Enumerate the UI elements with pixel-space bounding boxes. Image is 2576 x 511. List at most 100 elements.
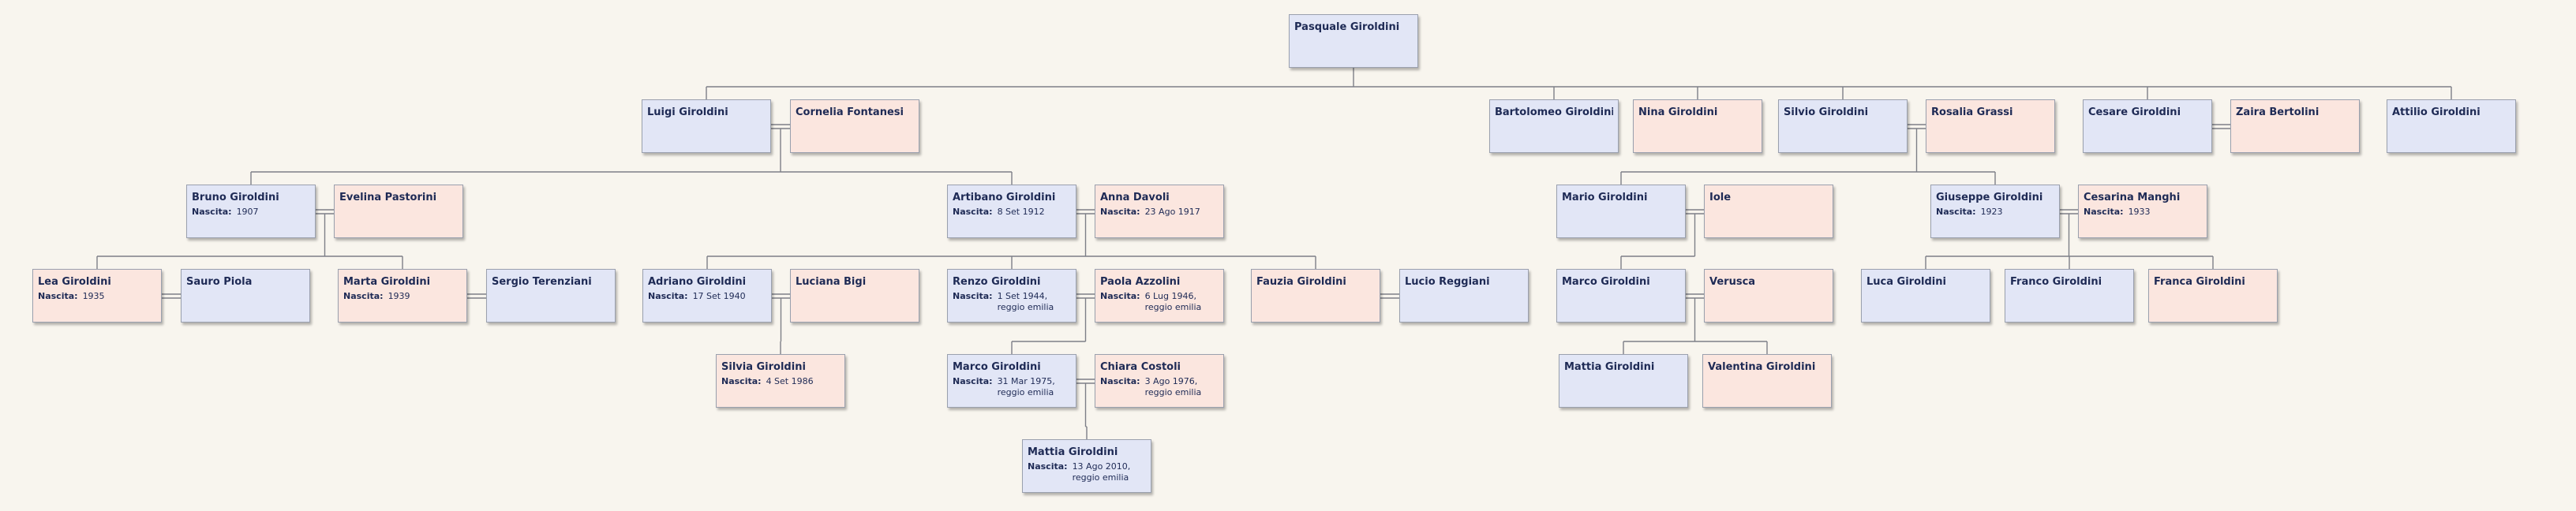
person-name: Cesare Giroldini xyxy=(2088,106,2181,118)
birth-row: Nascita:1907 xyxy=(192,207,310,218)
person-card-silvio[interactable]: Silvio Giroldini xyxy=(1778,99,1908,153)
birth-label: Nascita: xyxy=(953,207,993,217)
person-card-sauro[interactable]: Sauro Piola xyxy=(181,269,310,323)
person-card-franco[interactable]: Franco Giroldini xyxy=(2005,269,2134,323)
birth-value-group: 1 Set 1944,reggio emilia xyxy=(998,291,1054,313)
person-card-luca[interactable]: Luca Giroldini xyxy=(1861,269,1990,323)
person-card-marco1[interactable]: Marco Giroldini xyxy=(1556,269,1686,323)
person-name: Sauro Piola xyxy=(186,276,253,288)
birth-value-group: 6 Lug 1946,reggio emilia xyxy=(1145,291,1202,313)
person-card-mattia1[interactable]: Mattia Giroldini xyxy=(1559,354,1688,408)
person-name: Sergio Terenziani xyxy=(492,276,592,288)
birth-date: 1935 xyxy=(82,291,105,301)
birth-date: 1923 xyxy=(1980,207,2003,217)
birth-row: Nascita: 1933 xyxy=(2084,207,2202,218)
birth-date: 13 Ago 2010, xyxy=(1072,461,1131,472)
person-card-franca[interactable]: Franca Giroldini xyxy=(2148,269,2278,323)
person-card-cornelia[interactable]: Cornelia Fontanesi xyxy=(790,99,919,153)
birth-label: Nascita: xyxy=(38,291,78,301)
person-card-verusca[interactable]: Verusca xyxy=(1704,269,1833,323)
birth-value-group: 1933 xyxy=(2129,207,2151,218)
birth-date: 1933 xyxy=(2128,207,2151,217)
birth-label: Nascita: xyxy=(953,376,993,386)
person-name: Iole xyxy=(1709,192,1732,203)
person-card-evelina[interactable]: Evelina Pastorini xyxy=(334,185,463,238)
person-name: Artibano Giroldini xyxy=(953,192,1056,203)
birth-label: Nascita: xyxy=(2084,207,2124,217)
person-name: Silvia Giroldini xyxy=(721,361,806,373)
person-name: Chiara Costoli xyxy=(1100,361,1181,373)
birth-row: Nascita:3 Ago 1976,reggio emilia xyxy=(1100,376,1219,398)
person-name: Marco Giroldini xyxy=(953,361,1041,373)
birth-date: 1 Set 1944, xyxy=(997,291,1048,301)
birth-label: Nascita: xyxy=(343,291,384,301)
person-name: Luca Giroldini xyxy=(1866,276,1946,288)
birth-value-group: 3 Ago 1976,reggio emilia xyxy=(1145,376,1202,398)
birth-row: Nascita: 8 Set 1912 xyxy=(953,207,1071,218)
birth-value-group: 1923 xyxy=(1981,207,2003,218)
birth-date: 6 Lug 1946, xyxy=(1144,291,1196,301)
person-name: Giuseppe Giroldini xyxy=(1936,192,2043,203)
birth-row: Nascita: 1939 xyxy=(343,291,462,302)
person-card-fauzia[interactable]: Fauzia Giroldini xyxy=(1251,269,1380,323)
person-name: Mattia Giroldini xyxy=(1564,361,1655,373)
person-name: Silvio Giroldini xyxy=(1784,106,1869,118)
person-card-attilio[interactable]: Attilio Giroldini xyxy=(2387,99,2516,153)
person-name: Valentina Giroldini xyxy=(1708,361,1816,373)
person-card-mario[interactable]: Mario Giroldini xyxy=(1556,185,1686,238)
birth-row: Nascita:13 Ago 2010,reggio emilia xyxy=(1028,461,1146,483)
birth-value-group: 31 Mar 1975,reggio emilia xyxy=(998,376,1055,398)
person-card-bartolomeo[interactable]: Bartolomeo Giroldini xyxy=(1489,99,1619,153)
person-card-valentina[interactable]: Valentina Giroldini xyxy=(1702,354,1832,408)
person-card-cesare[interactable]: Cesare Giroldini xyxy=(2083,99,2212,153)
person-name: Rosalia Grassi xyxy=(1931,106,2013,118)
person-card-rosalia[interactable]: Rosalia Grassi xyxy=(1926,99,2055,153)
person-name: Cornelia Fontanesi xyxy=(796,106,904,118)
person-card-lucio[interactable]: Lucio Reggiani xyxy=(1399,269,1529,323)
birth-date: 1939 xyxy=(388,291,410,301)
person-card-luigi[interactable]: Luigi Giroldini xyxy=(642,99,771,153)
person-name: Bartolomeo Giroldini xyxy=(1495,106,1613,118)
person-name: Nina Giroldini xyxy=(1638,106,1718,118)
person-card-iole[interactable]: Iole xyxy=(1704,185,1833,238)
person-card-luciana[interactable]: Luciana Bigi xyxy=(790,269,919,323)
birth-date: 8 Set 1912 xyxy=(997,207,1045,217)
person-card-pasquale[interactable]: Pasquale Giroldini xyxy=(1289,14,1418,68)
birth-label: Nascita: xyxy=(1100,207,1140,217)
birth-row: Nascita: 6 Lug 1946,reggio emilia xyxy=(1100,291,1219,313)
birth-row: Nascita: 23 Ago 1917 xyxy=(1100,207,1219,218)
person-name: Evelina Pastorini xyxy=(339,192,437,203)
person-name: Anna Davoli xyxy=(1100,192,1170,203)
person-name: Marta Giroldini xyxy=(343,276,431,288)
person-card-sergio[interactable]: Sergio Terenziani xyxy=(486,269,616,323)
birth-label: Nascita: xyxy=(1028,461,1068,472)
birth-label: Nascita: xyxy=(1100,291,1140,301)
birth-value-group: 1935 xyxy=(83,291,105,302)
birth-date: 23 Ago 1917 xyxy=(1144,207,1200,217)
person-card-nina[interactable]: Nina Giroldini xyxy=(1633,99,1762,153)
person-name: Marco Giroldini xyxy=(1562,276,1650,288)
person-card-zaira[interactable]: Zaira Bertolini xyxy=(2230,99,2360,153)
person-name: Fauzia Giroldini xyxy=(1256,276,1346,288)
birth-label: Nascita: xyxy=(1936,207,1976,217)
birth-row: Nascita: 1935 xyxy=(38,291,156,302)
birth-value-group: 23 Ago 1917 xyxy=(1145,207,1200,218)
birth-place: reggio emilia xyxy=(1144,387,1202,397)
person-name: Attilio Giroldini xyxy=(2392,106,2481,118)
birth-row: Nascita: 31 Mar 1975,reggio emilia xyxy=(953,376,1071,398)
